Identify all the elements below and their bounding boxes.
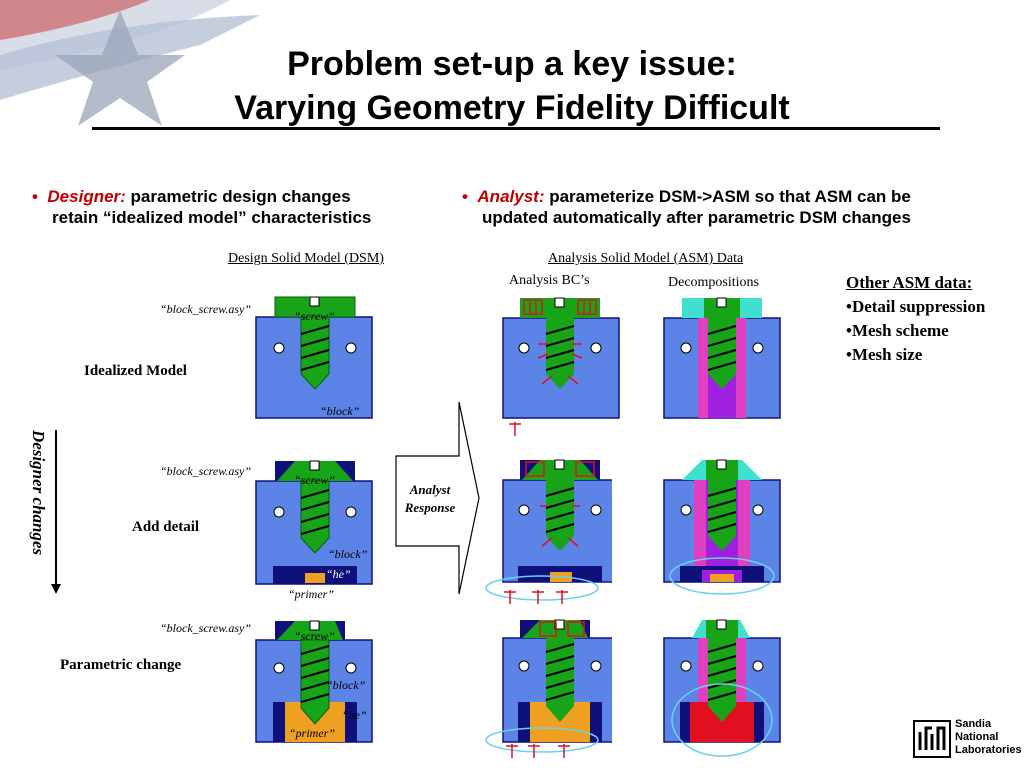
- title-underline: [92, 127, 940, 130]
- asy-label-row2: “block_screw.asy”: [160, 464, 251, 478]
- designer-lead: Designer:: [47, 187, 126, 206]
- analyst-response-arrow: [395, 401, 480, 595]
- other-asm-item: •Detail suppression: [846, 297, 986, 316]
- asm-decomp-parametric: [663, 619, 781, 757]
- asy-label-row3: “block_screw.asy”: [160, 621, 251, 635]
- asm-caption: Analysis Solid Model (ASM) Data: [548, 251, 744, 266]
- screw-label-row3: “screw”: [294, 629, 335, 643]
- analyst-text-2: updated automatically after parametric D…: [482, 208, 911, 227]
- analyst-response-label: Analyst Response: [398, 481, 462, 517]
- slide-title-line1: Problem set-up a key issue:: [287, 45, 737, 83]
- thunderbird-icon: [913, 720, 951, 758]
- dsm-parametric-model: [255, 620, 373, 743]
- sandia-line2: National: [955, 731, 999, 743]
- asy-label-row1: “block_screw.asy”: [160, 302, 251, 316]
- block-label-row2: “block”: [328, 547, 368, 561]
- block-label-row3: “block”: [326, 678, 366, 692]
- dsm-add-detail-model: [255, 460, 373, 585]
- screw-label-row2: “screw”: [294, 473, 335, 487]
- asm-decomp-idealized: [663, 297, 781, 419]
- other-asm-item: •Mesh scheme: [846, 321, 949, 340]
- designer-changes-arrow: [51, 430, 61, 594]
- designer-text-1: parametric design changes: [125, 187, 351, 206]
- sandia-line3: Laboratories: [955, 744, 1022, 756]
- bcs-caption: Analysis BC’s: [509, 273, 590, 288]
- analyst-response-line2: Response: [404, 500, 456, 515]
- designer-changes-label: Designer changes: [29, 430, 48, 556]
- row-label-add-detail: Add detail: [132, 519, 200, 535]
- asm-bc-add-detail: [485, 459, 612, 604]
- analyst-text-1: parameterize DSM->ASM so that ASM can be: [544, 187, 911, 206]
- screw-label-row1: “screw”: [294, 309, 335, 323]
- row-label-parametric: Parametric change: [60, 657, 182, 673]
- primer-label-row2: “primer”: [288, 587, 335, 601]
- analyst-bullet: • Analyst: parameterize DSM->ASM so that…: [462, 187, 911, 227]
- flag-star-decoration: [0, 0, 260, 126]
- sandia-line1: Sandia: [955, 718, 992, 730]
- he-label-row3: “he”: [342, 708, 367, 722]
- dsm-caption: Design Solid Model (DSM): [228, 251, 384, 266]
- other-asm-item: •Mesh size: [846, 345, 923, 364]
- designer-bullet: • Designer: parametric design changes re…: [32, 187, 372, 227]
- block-label-row1: “block”: [320, 404, 360, 418]
- row-label-idealized: Idealized Model: [84, 363, 187, 379]
- analyst-response-line1: Analyst: [409, 482, 451, 497]
- other-asm-heading: Other ASM data:: [846, 273, 973, 292]
- asm-bc-parametric: [485, 619, 612, 758]
- asm-bc-idealized: [502, 297, 620, 436]
- asm-decomp-add-detail: [663, 459, 781, 595]
- designer-text-2: retain “idealized model” characteristics: [52, 208, 372, 227]
- analyst-lead: Analyst:: [477, 187, 545, 206]
- primer-label-row3: “primer”: [289, 726, 336, 740]
- sandia-logo: Sandia National Laboratories: [913, 718, 1022, 762]
- decomp-caption: Decompositions: [668, 275, 759, 290]
- sandia-logo-text: Sandia National Laboratories: [955, 718, 1022, 757]
- he-label-row2: “he”: [326, 567, 351, 581]
- slide-title-line2: Varying Geometry Fidelity Difficult: [234, 89, 790, 127]
- dsm-idealized-model: [255, 296, 373, 419]
- other-asm-data: Other ASM data: •Detail suppression •Mes…: [846, 271, 985, 367]
